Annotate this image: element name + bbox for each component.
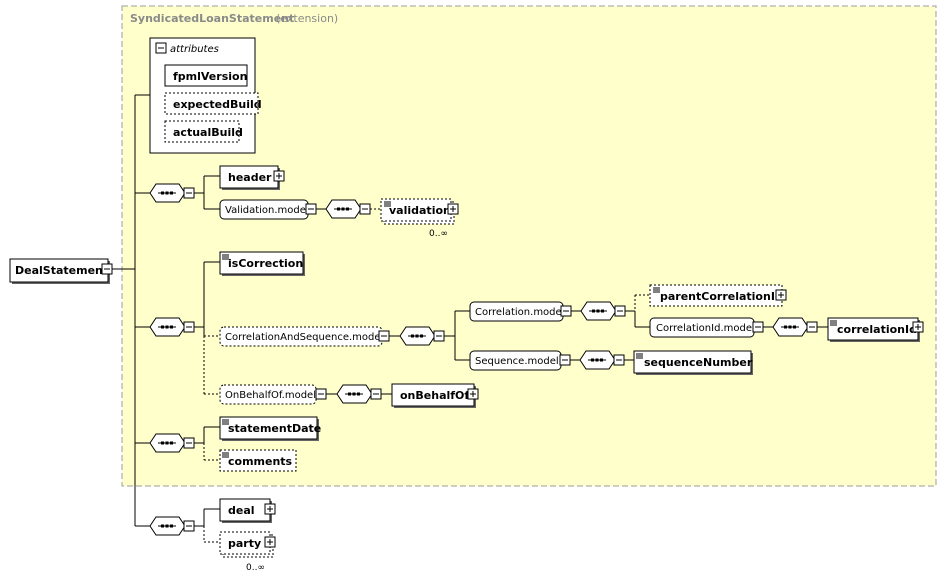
- collapse-icon[interactable]: [614, 305, 626, 317]
- documentation-icon: [384, 201, 391, 207]
- element-label: party: [228, 537, 261, 550]
- attribute-label: expectedBuild: [173, 98, 262, 111]
- sequence-icon[interactable]: [149, 183, 186, 203]
- element-parentCorrelationId[interactable]: [649, 284, 783, 307]
- documentation-icon: [653, 287, 660, 293]
- expand-icon[interactable]: [273, 170, 285, 182]
- element-label: comments: [228, 455, 293, 468]
- sequence-icon[interactable]: [336, 384, 373, 404]
- group-onBehalfOf-model[interactable]: [219, 384, 317, 405]
- collapse-icon[interactable]: [806, 321, 818, 333]
- attribute-expectedBuild[interactable]: [164, 92, 259, 115]
- collapse-icon[interactable]: [183, 520, 195, 532]
- collapse-icon[interactable]: [101, 263, 113, 275]
- extension-title: SyndicatedLoanStatement: [130, 12, 294, 25]
- extension-container: [121, 5, 937, 487]
- element-label: onBehalfOf: [400, 389, 469, 402]
- element-label: header: [228, 171, 272, 184]
- element-sequenceNumber[interactable]: [633, 350, 752, 374]
- collapse-icon[interactable]: [433, 330, 445, 342]
- element-label: statementDate: [228, 422, 321, 435]
- group-label: Correlation.model: [475, 307, 564, 318]
- group-label: CorrelationId.model: [656, 323, 755, 334]
- element-label: correlationId: [837, 323, 917, 336]
- element-statementDate[interactable]: [219, 416, 318, 440]
- sequence-icon[interactable]: [149, 433, 186, 453]
- collapse-icon[interactable]: [359, 203, 371, 215]
- attributes-title: attributes: [170, 44, 219, 55]
- element-label: parentCorrelationId: [660, 290, 783, 303]
- documentation-icon: [222, 452, 229, 458]
- group-label: CorrelationAndSequence.model: [225, 332, 383, 343]
- sequence-icon[interactable]: [579, 350, 616, 370]
- sequence-icon[interactable]: [149, 317, 186, 337]
- collapse-icon[interactable]: [370, 388, 382, 400]
- documentation-icon: [222, 254, 229, 260]
- expand-icon[interactable]: [264, 503, 276, 515]
- collapse-icon[interactable]: [183, 437, 195, 449]
- attribute-label: actualBuild: [173, 126, 243, 139]
- collapse-icon[interactable]: [752, 321, 764, 333]
- extension-qualifier: (extension): [276, 12, 338, 25]
- sequence-icon[interactable]: [149, 516, 186, 536]
- group-label: Validation.model: [225, 205, 309, 216]
- collapse-icon[interactable]: [183, 187, 195, 199]
- sequence-icon[interactable]: [580, 301, 617, 321]
- collapse-icon[interactable]: [183, 321, 195, 333]
- element-label: deal: [228, 504, 255, 517]
- expand-icon[interactable]: [447, 203, 459, 215]
- root-element-label: DealStatement: [15, 264, 108, 277]
- collapse-icon[interactable]: [613, 354, 625, 366]
- collapse-icon[interactable]: [378, 330, 390, 342]
- expand-icon[interactable]: [264, 536, 276, 548]
- collapse-icon[interactable]: [560, 305, 572, 317]
- documentation-icon: [222, 419, 229, 425]
- group-label: Sequence.model: [475, 356, 559, 367]
- element-label: validation: [389, 204, 451, 217]
- collapse-icon[interactable]: [559, 354, 571, 366]
- documentation-icon: [636, 353, 643, 359]
- sequence-icon[interactable]: [399, 326, 436, 346]
- element-comments[interactable]: [219, 449, 297, 472]
- element-isCorrection[interactable]: [219, 251, 304, 275]
- sequence-icon[interactable]: [325, 199, 362, 219]
- documentation-icon: [830, 320, 837, 326]
- element-label: sequenceNumber: [644, 356, 753, 369]
- expand-icon[interactable]: [467, 388, 479, 400]
- group-label: OnBehalfOf.model: [225, 390, 316, 401]
- collapse-icon[interactable]: [305, 203, 317, 215]
- expand-icon[interactable]: [912, 321, 924, 333]
- sequence-icon[interactable]: [772, 317, 809, 337]
- attribute-label: fpmlVersion: [173, 70, 247, 83]
- attribute-actualBuild[interactable]: [164, 120, 240, 143]
- element-label: isCorrection: [228, 257, 303, 270]
- attribute-fpmlVersion[interactable]: [164, 64, 248, 87]
- cardinality-label: 0..∞: [246, 563, 265, 573]
- cardinality-label: 0..∞: [429, 229, 448, 239]
- collapse-icon[interactable]: [315, 388, 327, 400]
- expand-icon[interactable]: [775, 289, 787, 301]
- collapse-icon[interactable]: [155, 42, 167, 54]
